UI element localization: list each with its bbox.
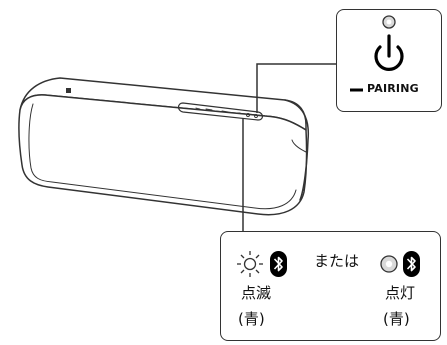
speaker-front [18,94,308,216]
pairing-label: PAIRING [367,82,419,95]
status-callout-graphics [237,251,420,277]
bluetooth-icon [403,251,420,277]
blinking-label: 点滅 [241,284,272,302]
speaker [18,77,310,216]
power-icon [374,34,404,71]
leader-lines [242,63,336,231]
power-callout-graphics [350,15,404,92]
power-callout [336,9,442,112]
control-strip [177,102,264,121]
lit-color: (青) [383,310,410,328]
bluetooth-icon [270,251,287,277]
blinking-color: (青) [238,310,265,328]
or-text: または [314,252,360,270]
brand-logo [66,88,71,93]
leader-power [256,63,336,113]
status-callout [220,231,441,341]
speaker-end-cap [284,99,310,201]
blinking-lamp-icon [237,251,263,277]
lit-lamp-icon [380,255,398,273]
lit-label: 点灯 [385,284,416,302]
